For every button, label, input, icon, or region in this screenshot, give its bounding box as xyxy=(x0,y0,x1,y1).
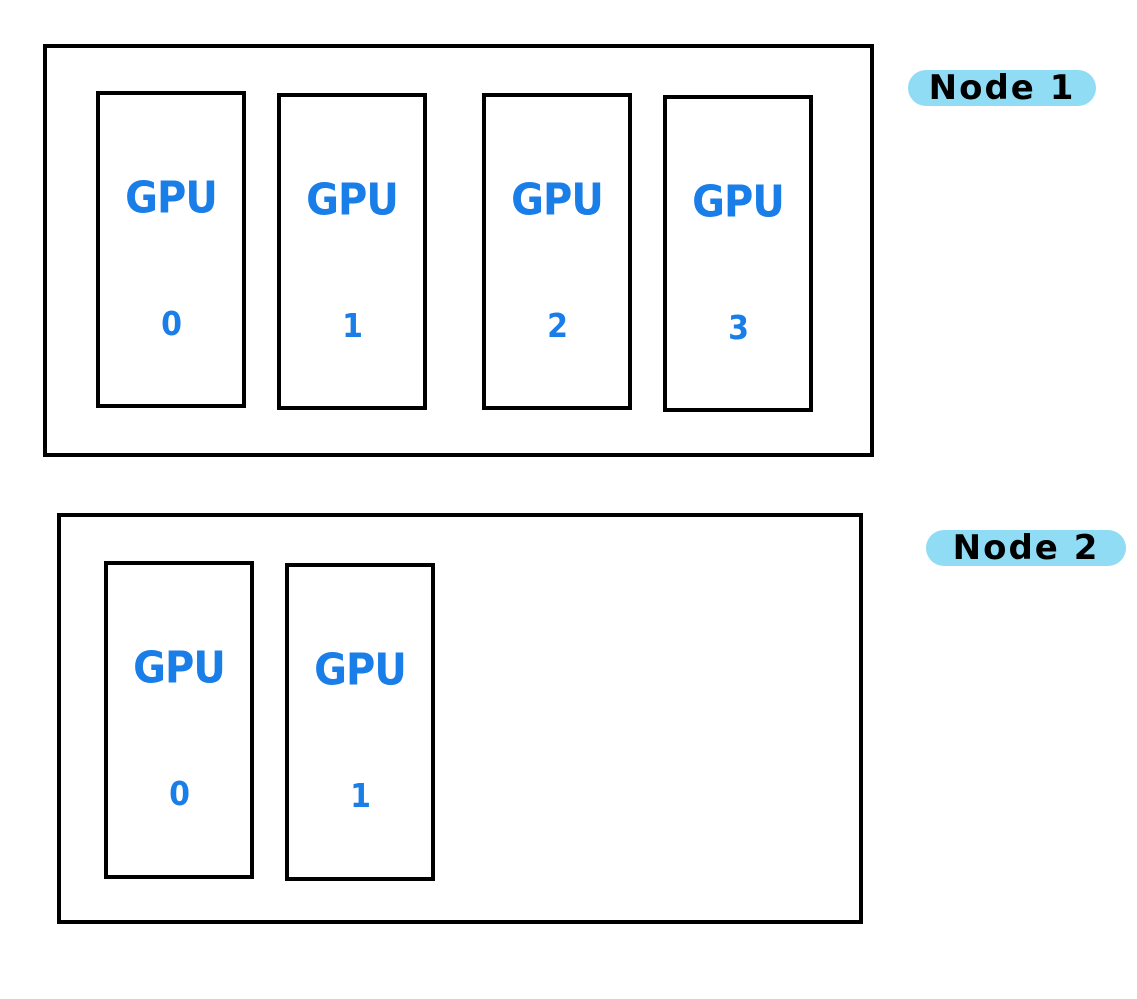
gpu-name: GPU xyxy=(125,172,218,224)
gpu-name: GPU xyxy=(511,174,604,226)
gpu-index: 0 xyxy=(169,775,190,814)
gpu-name: GPU xyxy=(692,176,785,228)
node-2-gpu-1: GPU 1 xyxy=(285,563,435,881)
node-1-gpu-0: GPU 0 xyxy=(96,91,246,408)
node-1-label: Node 1 xyxy=(908,70,1096,106)
node-1-gpu-1: GPU 1 xyxy=(277,93,427,410)
gpu-index: 3 xyxy=(728,309,749,348)
gpu-index: 1 xyxy=(350,777,371,816)
node-2-gpu-0: GPU 0 xyxy=(104,561,254,879)
gpu-name: GPU xyxy=(314,644,407,696)
gpu-index: 0 xyxy=(161,305,182,344)
gpu-name: GPU xyxy=(306,174,399,226)
gpu-index: 2 xyxy=(547,307,568,346)
node-2-label: Node 2 xyxy=(926,530,1126,566)
node-1-gpu-2: GPU 2 xyxy=(482,93,632,410)
node-1-gpu-3: GPU 3 xyxy=(663,95,813,412)
gpu-name: GPU xyxy=(133,642,226,694)
gpu-index: 1 xyxy=(342,307,363,346)
